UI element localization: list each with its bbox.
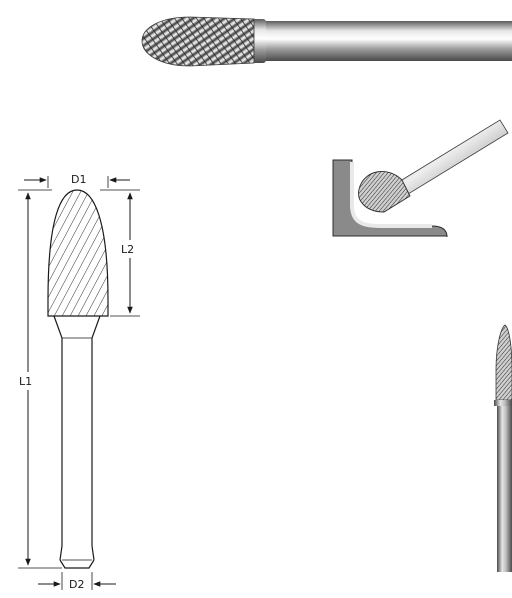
tool-head	[358, 171, 411, 213]
l2-label: L2	[121, 243, 135, 256]
d2-label: D2	[69, 578, 85, 591]
burr-shank	[262, 21, 512, 61]
drawing-cutting-head	[47, 189, 109, 317]
drawing-shank-outline	[53, 315, 101, 561]
drawing-shank-end	[59, 559, 95, 569]
burr-cutting-head	[141, 16, 255, 67]
tool-shank	[391, 119, 509, 200]
burr-neck	[252, 19, 266, 63]
side-view-shank	[497, 406, 512, 572]
workpiece-radius-edge	[350, 162, 432, 228]
side-view-photo	[494, 324, 512, 572]
side-view-collar	[494, 400, 512, 406]
usage-illustration	[332, 119, 509, 238]
d1-label: D1	[71, 173, 87, 186]
product-photo-burr	[141, 16, 512, 67]
l1-label: L1	[19, 375, 33, 388]
side-view-head	[495, 324, 512, 401]
technical-drawing	[18, 176, 140, 590]
